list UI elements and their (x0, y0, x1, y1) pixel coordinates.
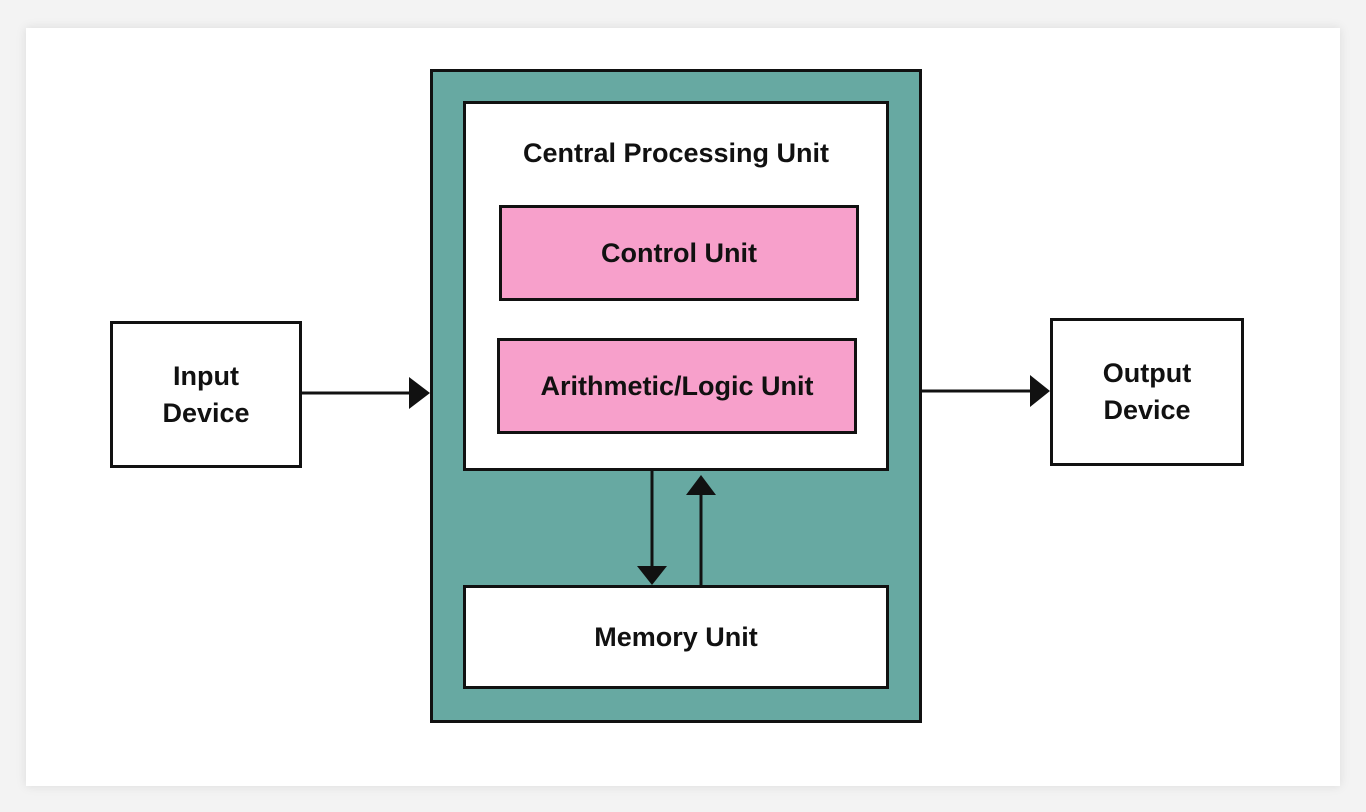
control-unit-label: Control Unit (601, 237, 757, 268)
input-device-box: Input Device (110, 321, 302, 468)
input-device-label-line-2: Device (162, 397, 250, 428)
cpu-title: Central Processing Unit (522, 138, 830, 168)
input-device-label-line-1: Input (173, 360, 239, 391)
cpu-to-memory-arrow (637, 471, 667, 585)
output-device-label-line-2: Device (1103, 395, 1191, 425)
memory-to-cpu-arrow (686, 475, 716, 585)
output-device-box: Output Device (1050, 318, 1244, 466)
input-to-cpu-arrow (302, 377, 430, 409)
alu-label: Arithmetic/Logic Unit (540, 370, 814, 401)
memory-unit-box: Memory Unit (463, 585, 889, 689)
control-unit-box: Control Unit (499, 205, 859, 301)
cpu-to-output-arrow (922, 375, 1050, 407)
output-device-label-line-1: Output (1102, 358, 1192, 388)
alu-box: Arithmetic/Logic Unit (497, 338, 857, 434)
memory-unit-label: Memory Unit (594, 621, 758, 652)
